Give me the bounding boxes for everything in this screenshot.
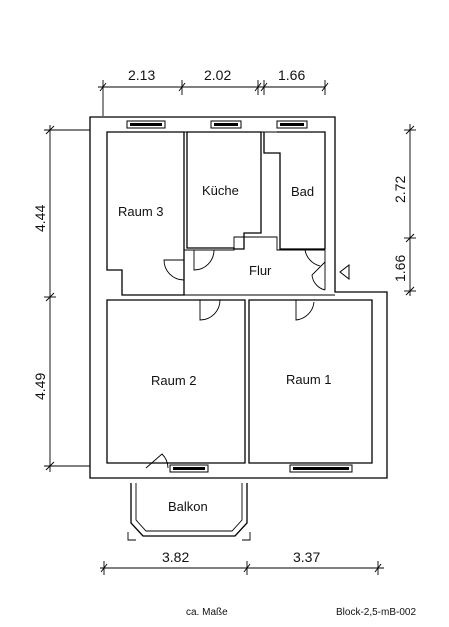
room-flur <box>184 236 335 296</box>
footer-code: Block-2,5-mB-002 <box>336 607 416 618</box>
label-raum-3: Raum 3 <box>118 204 164 219</box>
label-kueche: Küche <box>202 183 239 198</box>
label-balkon: Balkon <box>168 499 208 514</box>
label-bad: Bad <box>291 184 314 199</box>
doors <box>145 249 326 469</box>
dim-top-2: 2.02 <box>204 67 231 83</box>
dim-right-1: 2.72 <box>392 176 408 203</box>
outer-walls <box>89 116 388 479</box>
entrance-marker <box>339 263 350 281</box>
room-kueche <box>186 131 262 250</box>
dim-bottom-2: 3.37 <box>293 549 320 565</box>
room-raum-1 <box>248 299 373 464</box>
footer-note: ca. Maße <box>186 607 228 618</box>
room-raum-2 <box>106 299 246 464</box>
balcony <box>127 483 251 541</box>
dim-left-2: 4.49 <box>32 373 48 400</box>
dim-left-1: 4.44 <box>32 205 48 232</box>
room-bad <box>263 131 326 250</box>
room-raum-3 <box>106 131 185 296</box>
label-flur: Flur <box>249 263 272 278</box>
dim-top-3: 1.66 <box>278 67 305 83</box>
dim-bottom-1: 3.82 <box>162 549 189 565</box>
windows-bottom <box>169 464 353 473</box>
label-raum-1: Raum 1 <box>286 372 332 387</box>
windows-top <box>126 120 308 129</box>
dimension-lines <box>44 80 416 575</box>
label-raum-2: Raum 2 <box>151 373 197 388</box>
dim-top-1: 2.13 <box>128 67 155 83</box>
dim-right-2: 1.66 <box>392 255 408 282</box>
